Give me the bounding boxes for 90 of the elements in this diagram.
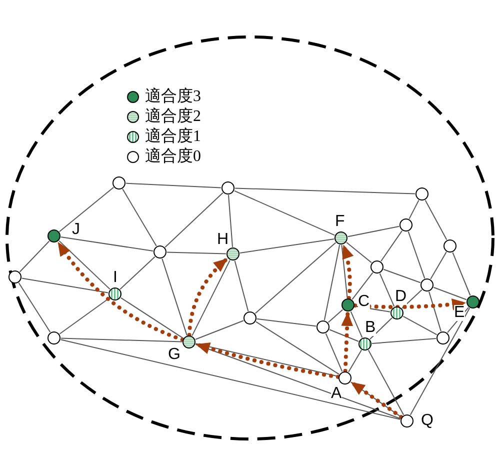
- connector-line: [341, 244, 348, 298]
- legend-label: 適合度1: [145, 129, 201, 145]
- connector-line: [325, 332, 343, 372]
- connector-line: [60, 339, 401, 420]
- connector-line: [58, 186, 114, 232]
- connector-line: [402, 289, 422, 309]
- connector-line: [239, 238, 335, 254]
- connector-line: [18, 282, 51, 333]
- legend-label: 適合度2: [145, 109, 201, 125]
- node-circle: [466, 296, 480, 308]
- node-circle: [436, 332, 450, 344]
- connector-line: [255, 321, 340, 375]
- node-label: Q: [421, 413, 434, 429]
- connector-line: [408, 231, 426, 279]
- connector-line: [234, 188, 416, 194]
- connector-line: [120, 256, 156, 290]
- node-circle: [8, 270, 22, 284]
- node-circle: [342, 298, 354, 312]
- node-circle: [226, 248, 240, 260]
- connector-line: [19, 240, 50, 272]
- node-label: B: [365, 320, 376, 336]
- node-circle: [108, 288, 122, 300]
- connector-line: [234, 190, 336, 236]
- connector-line: [352, 272, 374, 300]
- connector-line: [122, 188, 157, 246]
- connector-line: [254, 242, 336, 314]
- connector-line: [162, 258, 188, 336]
- connector-line: [372, 338, 436, 344]
- node-circle: [390, 306, 404, 320]
- node-circle: [358, 338, 372, 350]
- connector-line: [328, 309, 344, 323]
- node-circle: [112, 176, 126, 190]
- connector-line: [346, 242, 372, 264]
- connector-line: [410, 308, 470, 416]
- connector-line: [447, 306, 469, 334]
- connector-line: [370, 317, 392, 340]
- connector-line: [433, 286, 467, 300]
- node-circle: [48, 230, 60, 242]
- node-circle: [244, 312, 256, 324]
- arrow: [341, 242, 354, 300]
- connector-line: [120, 297, 184, 339]
- arrow: [353, 298, 468, 310]
- connector-line: [350, 310, 363, 338]
- node-circle: [420, 278, 434, 292]
- connector-line: [195, 320, 244, 340]
- connector-line: [60, 236, 154, 252]
- connector-line: [256, 318, 317, 327]
- connector-line: [164, 192, 224, 248]
- connector-line: [324, 244, 340, 321]
- connector-line: [348, 350, 362, 372]
- connector-line: [166, 252, 226, 254]
- node-circle: [334, 232, 348, 244]
- node-label: D: [395, 289, 407, 305]
- legend-label: 適合度0: [145, 149, 201, 165]
- legend-label: 適合度3: [145, 89, 201, 105]
- node-label: E: [454, 305, 465, 321]
- connector-line: [58, 240, 110, 290]
- node-circle: [400, 218, 412, 232]
- node-circle: [338, 372, 352, 384]
- node-circle: [316, 320, 330, 334]
- node-circle: [416, 188, 428, 200]
- connector-line: [354, 306, 391, 312]
- connector-line: [402, 316, 438, 336]
- connector-line: [428, 291, 442, 332]
- connector-line: [195, 344, 401, 420]
- connector-line: [408, 200, 420, 220]
- connector-line: [368, 350, 404, 416]
- connector-line: [60, 338, 182, 342]
- connector-line: [234, 260, 249, 312]
- node-circle: [222, 182, 234, 194]
- connector-line: [126, 182, 222, 188]
- node-label: C: [358, 294, 370, 310]
- node-circle: [400, 414, 414, 428]
- connector-line: [347, 226, 400, 238]
- connector-line: [424, 200, 448, 240]
- node-circle: [444, 240, 456, 252]
- connector-line: [383, 268, 421, 284]
- connector-line: [21, 278, 109, 294]
- connector-line: [380, 230, 402, 262]
- connector-line: [430, 252, 447, 280]
- arrow: [56, 240, 184, 342]
- node-circle: [182, 336, 196, 348]
- arrow: [341, 310, 354, 373]
- connector-line: [329, 329, 359, 342]
- node-circle: [370, 260, 384, 274]
- node-circle: [48, 332, 60, 344]
- connector-line: [452, 252, 471, 296]
- connector-line: [379, 272, 395, 308]
- node-circle: [154, 246, 166, 258]
- connector-line: [228, 194, 233, 248]
